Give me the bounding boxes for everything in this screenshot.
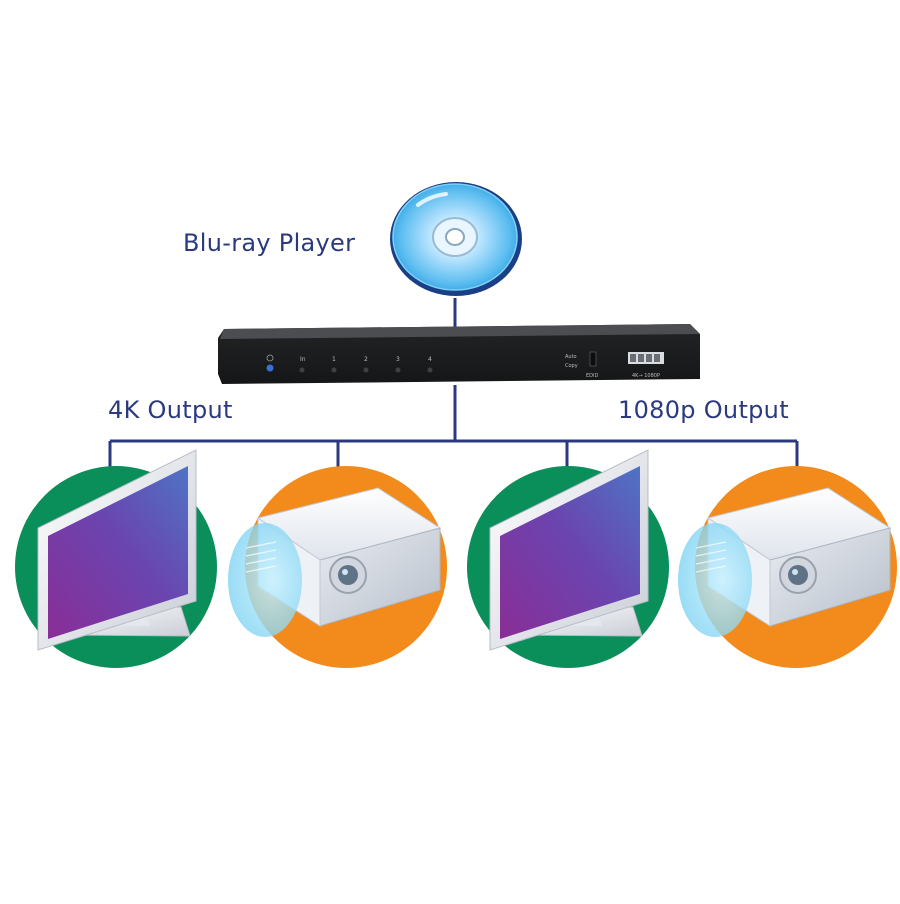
power-symbol-icon [266, 354, 274, 362]
monitor-icon [489, 449, 649, 651]
projector-icon [678, 487, 892, 637]
front-label-in: In [300, 356, 306, 363]
output-4-projector [678, 466, 897, 668]
front-label-4: 4 [428, 356, 432, 363]
port-leds [299, 367, 433, 373]
source-label: Blu-ray Player [183, 229, 356, 257]
front-label-2: 2 [364, 356, 368, 363]
dip-switch[interactable] [628, 352, 664, 364]
output-2-projector [228, 466, 447, 668]
output-1-monitor [15, 449, 217, 668]
group-label-4k: 4K Output [108, 396, 233, 424]
edid-caption: EDID [586, 373, 598, 379]
output-3-monitor [467, 449, 669, 668]
front-label-1: 1 [332, 356, 336, 363]
bluray-disc-icon [390, 182, 522, 296]
group-label-1080p: 1080p Output [618, 396, 789, 424]
edid-copy-label: Copy [565, 363, 578, 369]
edid-auto-label: Auto [565, 354, 577, 360]
front-label-3: 3 [396, 356, 400, 363]
connection-lines [108, 298, 799, 468]
power-led-icon [266, 364, 274, 372]
projector-icon [228, 487, 442, 637]
dip-caption: 4K→ 1080P [632, 373, 660, 379]
monitor-icon [37, 449, 197, 651]
hdmi-splitter-device: In 1 2 3 4 Auto Copy EDID 4K→ 1080P [218, 324, 700, 384]
edid-switch[interactable] [589, 351, 597, 367]
